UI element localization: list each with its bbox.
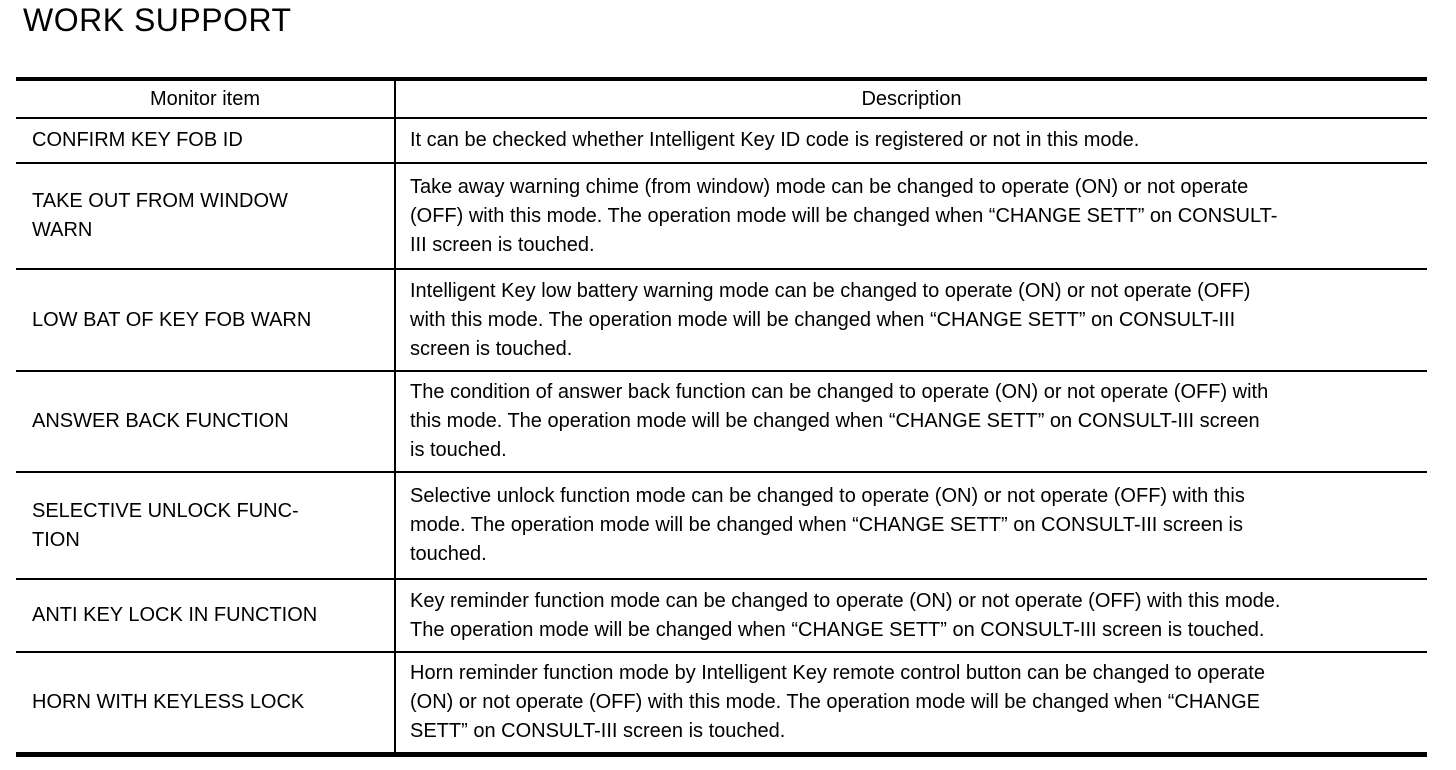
- monitor-item-cell: ANTI KEY LOCK IN FUNCTION: [16, 578, 396, 652]
- table-header: Monitor item Description: [16, 79, 1427, 119]
- table-row: ANSWER BACK FUNCTION The condition of an…: [16, 370, 1427, 472]
- monitor-item-cell: HORN WITH KEYLESS LOCK: [16, 651, 396, 755]
- monitor-item-cell: SELECTIVE UNLOCK FUNC- TION: [16, 471, 396, 579]
- description-cell: Intelligent Key low battery warning mode…: [395, 268, 1427, 371]
- table-row: TAKE OUT FROM WINDOW WARN Take away warn…: [16, 162, 1427, 269]
- header-row: Monitor item Description: [16, 79, 1427, 119]
- table-body: CONFIRM KEY FOB ID It can be checked whe…: [16, 117, 1427, 755]
- description-cell: Selective unlock function mode can be ch…: [395, 471, 1427, 579]
- description-cell: The condition of answer back function ca…: [395, 370, 1427, 472]
- description-cell: Key reminder function mode can be change…: [395, 578, 1427, 652]
- monitor-item-cell: ANSWER BACK FUNCTION: [16, 370, 396, 472]
- description-cell: Horn reminder function mode by Intellige…: [395, 651, 1427, 755]
- column-header-monitor-item: Monitor item: [16, 79, 396, 119]
- description-cell: Take away warning chime (from window) mo…: [395, 162, 1427, 269]
- monitor-item-cell: TAKE OUT FROM WINDOW WARN: [16, 162, 396, 269]
- monitor-item-cell: CONFIRM KEY FOB ID: [16, 117, 396, 163]
- monitor-item-cell: LOW BAT OF KEY FOB WARN: [16, 268, 396, 371]
- page-title: WORK SUPPORT: [23, 2, 292, 38]
- table-row: ANTI KEY LOCK IN FUNCTION Key reminder f…: [16, 578, 1427, 652]
- table-row: LOW BAT OF KEY FOB WARN Intelligent Key …: [16, 268, 1427, 371]
- description-cell: It can be checked whether Intelligent Ke…: [395, 117, 1427, 163]
- table-row: HORN WITH KEYLESS LOCK Horn reminder fun…: [16, 651, 1427, 755]
- table-row: SELECTIVE UNLOCK FUNC- TION Selective un…: [16, 471, 1427, 579]
- table-row: CONFIRM KEY FOB ID It can be checked whe…: [16, 117, 1427, 163]
- column-header-description: Description: [395, 79, 1427, 119]
- work-support-table: Monitor item Description CONFIRM KEY FOB…: [16, 77, 1427, 757]
